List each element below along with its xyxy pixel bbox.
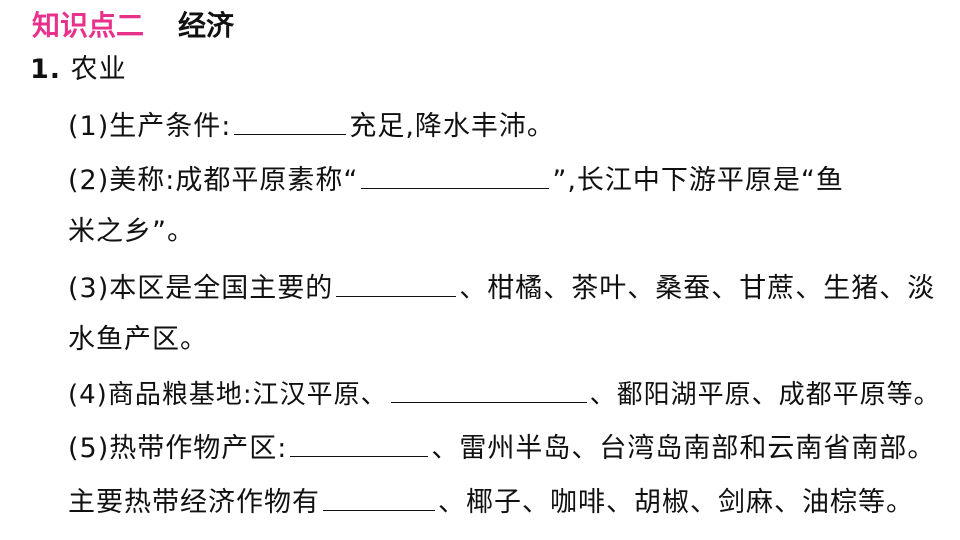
q3-prefix: (3)本区是全国主要的 bbox=[68, 273, 334, 304]
question-5-continued: 主要热带经济作物有 、椰子、咖啡、胡椒、剑麻、油棕等。 bbox=[68, 482, 914, 521]
q2-prefix: (2)美称:成都平原素称“ bbox=[68, 165, 359, 196]
section-topic: 经济 bbox=[178, 9, 235, 42]
q5-blank-2[interactable] bbox=[323, 482, 435, 511]
q2-blank[interactable] bbox=[361, 160, 550, 189]
q3-cont: 水鱼产区。 bbox=[68, 324, 208, 355]
item-number: 1. bbox=[30, 54, 62, 85]
q5-suffix: 、雷州半岛、台湾岛南部和云南省南部。 bbox=[431, 433, 936, 464]
question-5: (5)热带作物产区: 、雷州半岛、台湾岛南部和云南省南部。 bbox=[68, 428, 935, 467]
q2-suffix: ”,长江中下游平原是“鱼 bbox=[552, 165, 844, 196]
item-title: 农业 bbox=[70, 54, 127, 85]
question-2-continued: 米之乡”。 bbox=[68, 214, 195, 250]
question-1: (1)生产条件: 充足,降水丰沛。 bbox=[68, 106, 555, 145]
q3-suffix: 、柑橘、茶叶、桑蚕、甘蔗、生猪、淡 bbox=[459, 273, 936, 304]
item-1-heading: 1. 农业 bbox=[30, 52, 127, 88]
q4-blank[interactable] bbox=[390, 374, 587, 403]
q3-blank[interactable] bbox=[336, 268, 457, 297]
q5-prefix: (5)热带作物产区: bbox=[68, 433, 288, 464]
question-3: (3)本区是全国主要的 、柑橘、茶叶、桑蚕、甘蔗、生猪、淡 bbox=[68, 268, 935, 307]
question-3-continued: 水鱼产区。 bbox=[68, 322, 208, 358]
q1-suffix: 充足,降水丰沛。 bbox=[349, 111, 555, 142]
section-heading: 知识点二经济 bbox=[32, 4, 234, 44]
q1-blank[interactable] bbox=[234, 106, 347, 135]
section-label: 知识点二 bbox=[32, 9, 145, 42]
question-2: (2)美称:成都平原素称“ ”,长江中下游平原是“鱼 bbox=[68, 160, 844, 199]
q4-prefix: (4)商品粮基地:江汉平原、 bbox=[68, 380, 388, 410]
q5-cont-suffix: 、椰子、咖啡、胡椒、剑麻、油棕等。 bbox=[438, 487, 914, 518]
q5-blank-1[interactable] bbox=[290, 428, 429, 457]
q2-cont: 米之乡”。 bbox=[68, 216, 195, 247]
q1-prefix: (1)生产条件: bbox=[68, 111, 232, 142]
question-4: (4)商品粮基地:江汉平原、 、鄱阳湖平原、成都平原等。 bbox=[68, 374, 941, 413]
q4-suffix: 、鄱阳湖平原、成都平原等。 bbox=[589, 380, 941, 410]
q5-cont-prefix: 主要热带经济作物有 bbox=[68, 487, 320, 518]
